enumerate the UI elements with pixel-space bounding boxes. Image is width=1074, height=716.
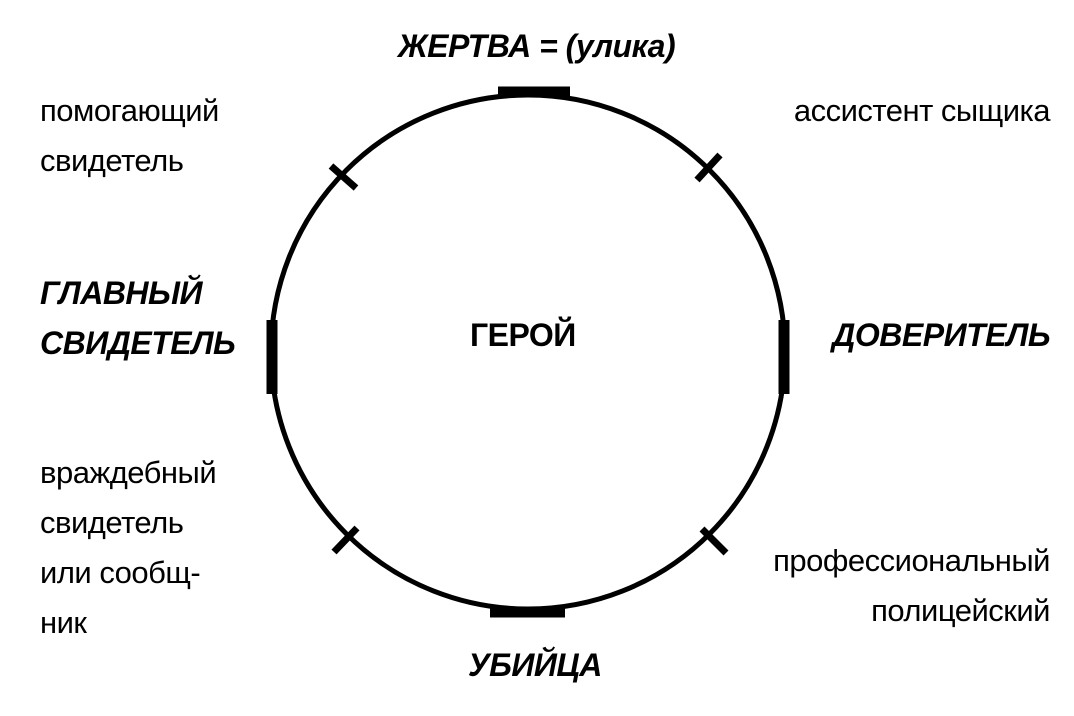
bottom-left-tick xyxy=(331,525,360,555)
left-label: ГЛАВНЫЙ СВИДЕТЕЛЬ xyxy=(40,268,236,368)
left-label-line: ГЛАВНЫЙ xyxy=(40,275,203,311)
bottom-right-label: профессиональный полицейский xyxy=(773,536,1050,636)
top-left-label-line: свидетель xyxy=(40,143,184,178)
top-label: ЖЕРТВА = (улика) xyxy=(398,28,676,64)
bottom-left-label: враждебный свидетель или сообщ- ник xyxy=(40,448,217,648)
bottom-right-label-line: полицейский xyxy=(871,593,1050,628)
bottom-left-label-line: свидетель xyxy=(40,505,184,540)
top-left-tick xyxy=(328,163,359,191)
bottom-right-label-line: профессиональный xyxy=(773,543,1050,578)
bottom-right-tick xyxy=(699,526,729,556)
top-right-tick xyxy=(694,152,723,183)
top-right-label: ассистент сыщика xyxy=(793,93,1051,128)
bottom-left-label-line: враждебный xyxy=(40,455,217,490)
bottom-left-label-line: ник xyxy=(40,605,87,640)
top-left-label-line: помогающий xyxy=(40,93,219,128)
bottom-left-label-line: или сообщ- xyxy=(40,555,201,590)
top-left-label: помогающий свидетель xyxy=(40,86,219,186)
left-label-line: СВИДЕТЕЛЬ xyxy=(40,325,236,361)
right-label: ДОВЕРИТЕЛЬ xyxy=(832,317,1050,353)
bottom-label: УБИЙЦА xyxy=(468,647,602,683)
center-label: ГЕРОЙ xyxy=(470,317,576,353)
